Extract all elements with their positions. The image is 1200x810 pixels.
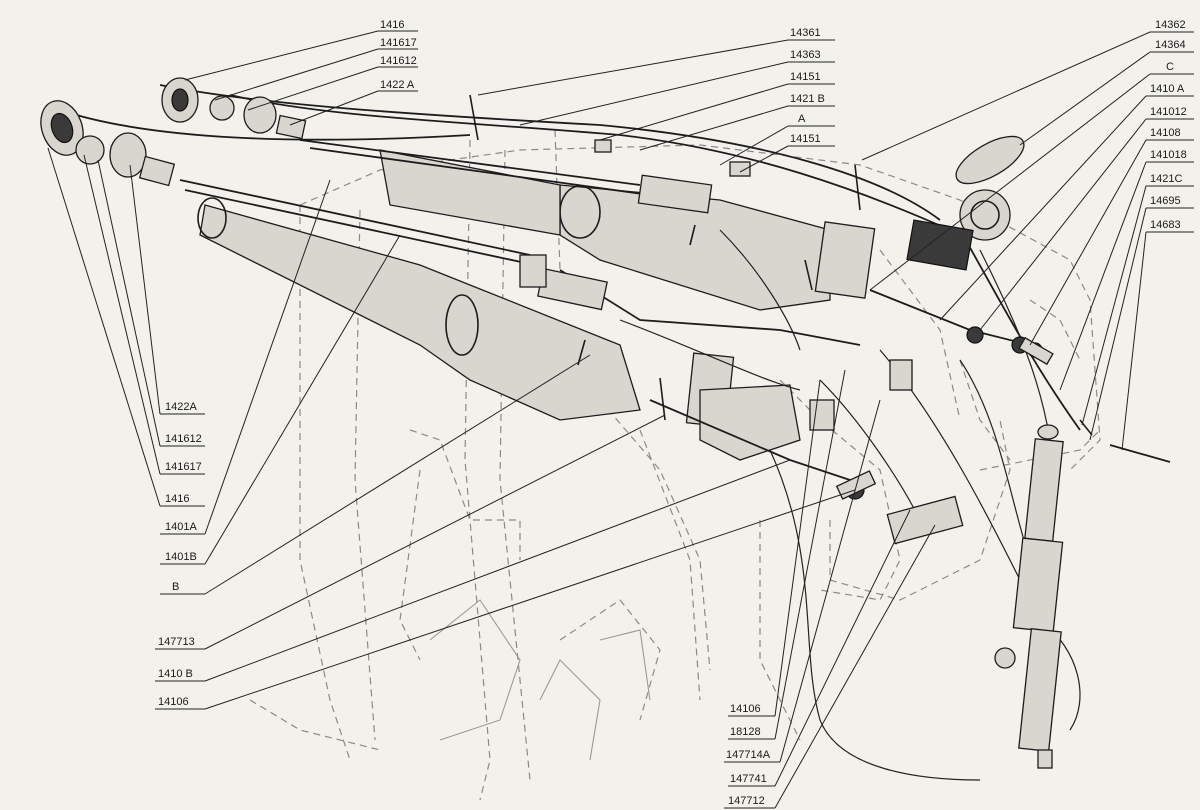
label-14363: 14363 (790, 49, 821, 61)
steering-column (994, 424, 1064, 769)
label-14695: 14695 (1150, 195, 1181, 207)
label-141617-top: 141617 (380, 37, 417, 49)
cable-harness (59, 84, 1171, 781)
label-c: C (1166, 61, 1174, 73)
engine-block-lower (197, 197, 801, 461)
labels-right: 14362 14364 C 1410 A 141012 14108 141018… (861, 19, 1194, 451)
engine-block-upper (379, 149, 876, 311)
label-1401b: 1401B (165, 551, 197, 563)
label-14106-bottom: 14106 (730, 703, 761, 715)
labels-left: 1422A 141612 141617 1416 1401A 1401B B 1… (47, 147, 856, 710)
dashboard-instrument (906, 135, 1025, 271)
label-1410b: 1410 B (158, 668, 193, 680)
labels-top-center: 14361 14363 14151 1421 B A 14151 (477, 27, 835, 173)
label-14683: 14683 (1150, 219, 1181, 231)
label-a: A (798, 113, 806, 125)
lever-arms (469, 94, 1093, 436)
label-1401a: 1401A (165, 521, 197, 533)
label-147741: 147741 (730, 773, 767, 785)
label-14151-upper: 14151 (790, 71, 821, 83)
label-1422a-left: 1422A (165, 401, 197, 413)
label-141612-top: 141612 (380, 55, 417, 67)
label-1421c: 1421C (1150, 173, 1182, 185)
label-141018: 141018 (1150, 149, 1187, 161)
label-147712: 147712 (728, 795, 765, 807)
label-147714a: 147714A (726, 749, 771, 761)
label-18128: 18128 (730, 726, 761, 738)
label-b: B (172, 581, 179, 593)
label-141612-left: 141612 (165, 433, 202, 445)
label-1410a: 1410 A (1150, 83, 1185, 95)
label-14362: 14362 (1155, 19, 1186, 31)
labels-bottom: 14106 18128 147714A 147741 147712 (724, 369, 936, 809)
labels-top-left: 1416 141617 141612 1422 A (184, 19, 418, 126)
label-14151-lower: 14151 (790, 133, 821, 145)
label-1416-left: 1416 (165, 493, 189, 505)
headlamp-right-assembly (161, 77, 307, 140)
label-14108: 14108 (1150, 127, 1181, 139)
label-14106-left: 14106 (158, 696, 189, 708)
label-141012: 141012 (1150, 106, 1187, 118)
label-14364: 14364 (1155, 39, 1186, 51)
label-141617-left: 141617 (165, 461, 202, 473)
junction-boxes (519, 139, 1054, 545)
label-147713: 147713 (158, 636, 195, 648)
label-1422a-top: 1422 A (380, 79, 415, 91)
headlamp-left-assembly (40, 100, 176, 187)
label-14361: 14361 (790, 27, 821, 39)
label-1416-top: 1416 (380, 19, 404, 31)
label-1421b: 1421 B (790, 93, 825, 105)
